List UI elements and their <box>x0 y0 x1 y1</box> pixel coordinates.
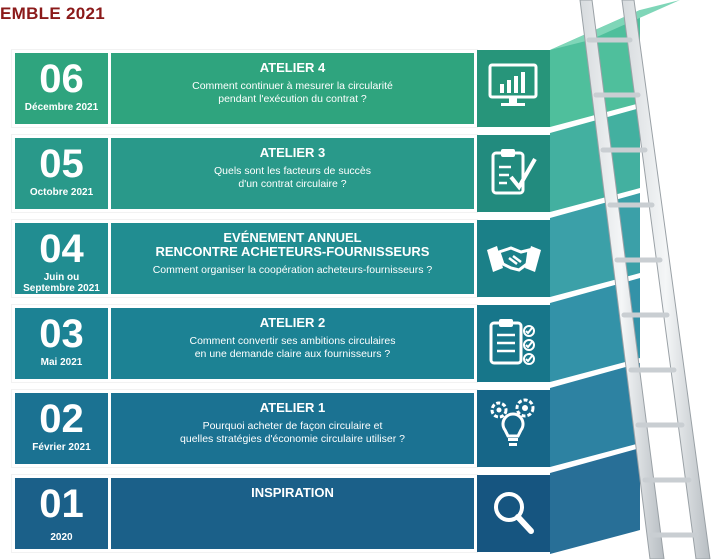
step-number: 03 <box>39 312 84 356</box>
handshake-icon <box>487 246 541 272</box>
step-number: 06 <box>39 57 84 101</box>
step-info: ATELIER 1 Pourquoi acheter de façon circ… <box>111 393 474 464</box>
step-info: ATELIER 2 Comment convertir ses ambition… <box>111 308 474 379</box>
step-number-cell: 05 Octobre 2021 <box>15 138 111 209</box>
ladder-illustration <box>579 0 711 559</box>
step-number: 05 <box>39 142 84 186</box>
step-number-cell: 02 Février 2021 <box>15 393 111 464</box>
step-number-cell: 06 Décembre 2021 <box>15 53 111 124</box>
step-date: Décembre 2021 <box>24 102 99 113</box>
monitor-chart-icon <box>488 63 538 106</box>
step-question: Comment organiser la coopération acheteu… <box>152 264 433 276</box>
step-03-icon-box <box>477 305 550 382</box>
step-number-cell: 01 2020 <box>15 478 111 549</box>
gears-bulb-icon <box>490 398 535 446</box>
step-05-block: 05 Octobre 2021 ATELIER 3 Quels sont les… <box>12 135 477 212</box>
magnifier-icon <box>494 492 534 534</box>
step-01-icon-box <box>477 475 550 552</box>
step-date: Mai 2021 <box>40 357 83 368</box>
step-title: ATELIER 2 <box>259 315 326 330</box>
step-number: 01 <box>39 482 84 526</box>
step-05-icon-box <box>477 135 550 212</box>
step-04-icon-box <box>477 220 550 297</box>
step-info: ATELIER 3 Quels sont les facteurs de suc… <box>111 138 474 209</box>
step-title: ATELIER 4 <box>259 60 326 75</box>
checklist-icon <box>489 319 535 365</box>
step-date: Février 2021 <box>32 442 91 453</box>
step-question: Comment continuer à mesurer la circulari… <box>192 80 393 105</box>
step-date: 2020 <box>50 532 73 543</box>
step-03-block: 03 Mai 2021 ATELIER 2 Comment convertir … <box>12 305 477 382</box>
step-title: ATELIER 1 <box>259 400 326 415</box>
step-01-block: 01 2020 INSPIRATION <box>12 475 477 552</box>
clipboard-check-icon <box>491 149 537 195</box>
page-title: EMBLE 2021 <box>0 4 106 23</box>
step-06-block: 06 Décembre 2021 ATELIER 4 Comment conti… <box>12 50 477 127</box>
step-title: INSPIRATION <box>251 485 334 500</box>
step-info: ATELIER 4 Comment continuer à mesurer la… <box>111 53 474 124</box>
step-number: 02 <box>39 397 84 441</box>
step-02-block: 02 Février 2021 ATELIER 1 Pourquoi achet… <box>12 390 477 467</box>
step-number-cell: 03 Mai 2021 <box>15 308 111 379</box>
step-06-icon-box <box>477 50 550 127</box>
step-date: Octobre 2021 <box>29 187 94 198</box>
step-number: 04 <box>39 227 84 271</box>
step-title: ATELIER 3 <box>259 145 326 160</box>
step-02-icon-box <box>477 390 550 467</box>
step-question: Comment convertir ses ambitions circulai… <box>189 335 396 360</box>
step-info: INSPIRATION <box>111 478 474 549</box>
